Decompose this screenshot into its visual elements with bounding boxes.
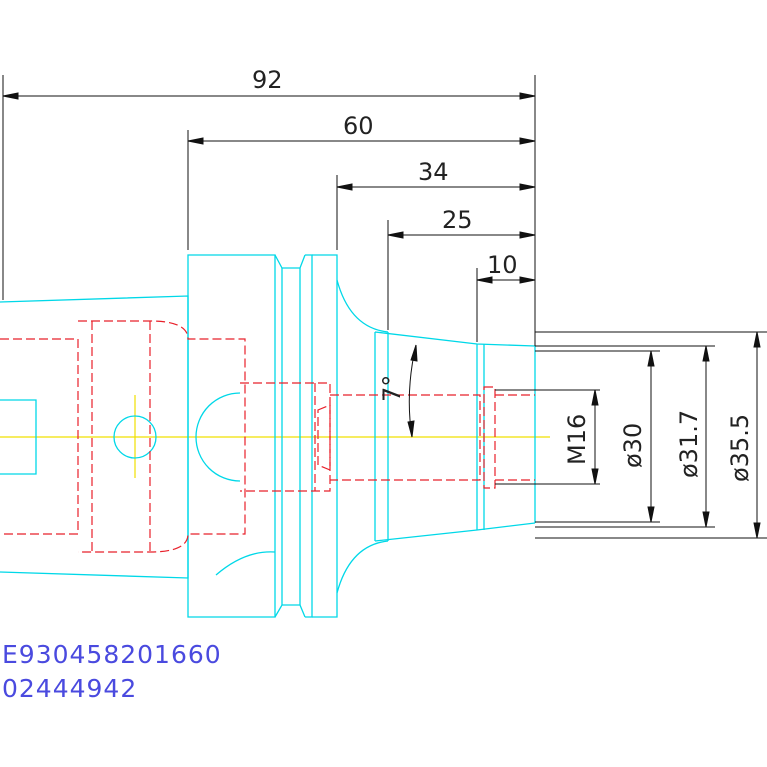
arrow: [410, 344, 418, 362]
dim-92-label: 92: [252, 66, 283, 94]
dia-30-label: ø30: [619, 423, 647, 468]
arrow: [647, 506, 655, 523]
dim-60-label: 60: [343, 112, 374, 140]
hidden-chamfer: [317, 404, 331, 471]
flange-body: [187, 254, 276, 618]
arrow: [187, 137, 204, 145]
flange-groove-bottom: [274, 604, 306, 618]
nose-bottom: [374, 522, 536, 542]
flange-ring: [305, 254, 313, 618]
hidden-pocket: [78, 320, 246, 553]
article-code: E930458201660: [2, 640, 222, 669]
arrow: [336, 183, 353, 191]
drive-slot: [0, 399, 37, 475]
hidden-thread-ext: [495, 394, 535, 481]
thread-label: M16: [563, 414, 591, 465]
dim-10-label: 10: [487, 251, 518, 279]
arrow: [519, 137, 536, 145]
neck-fillet-top: [336, 279, 389, 333]
arrow: [702, 345, 710, 362]
flange-curve: [215, 551, 276, 576]
hidden-lines: [0, 320, 535, 553]
arrow: [519, 92, 536, 100]
arrow: [591, 389, 599, 406]
arrow: [753, 331, 761, 348]
part-outline: [0, 254, 536, 618]
dia-31-7-label: ø31.7: [675, 410, 703, 478]
nose-top: [374, 331, 536, 347]
arrow: [407, 420, 415, 438]
arrow: [647, 350, 655, 367]
dim-25-label: 25: [442, 206, 473, 234]
dimension-lines: [2, 75, 767, 539]
angle-label: 7°: [378, 375, 406, 402]
hidden-thread-end: [483, 386, 496, 489]
order-code: 02444942: [2, 674, 138, 703]
bore-arc: [195, 392, 241, 482]
arrow: [519, 231, 536, 239]
cross-hole: [113, 415, 157, 459]
flange-rear: [312, 254, 338, 618]
arrow: [753, 522, 761, 539]
arrow: [702, 511, 710, 528]
arrow: [519, 183, 536, 191]
arrow: [2, 92, 19, 100]
arrow: [519, 276, 536, 284]
flange-groove-top: [274, 254, 306, 269]
dim-34-label: 34: [418, 158, 449, 186]
arrow: [387, 231, 404, 239]
dia-35-5-label: ø35.5: [726, 414, 754, 482]
arrow: [591, 468, 599, 485]
neck-fillet-bottom: [336, 540, 389, 594]
hidden-shank-bore: [0, 338, 79, 535]
arrow: [476, 276, 493, 284]
